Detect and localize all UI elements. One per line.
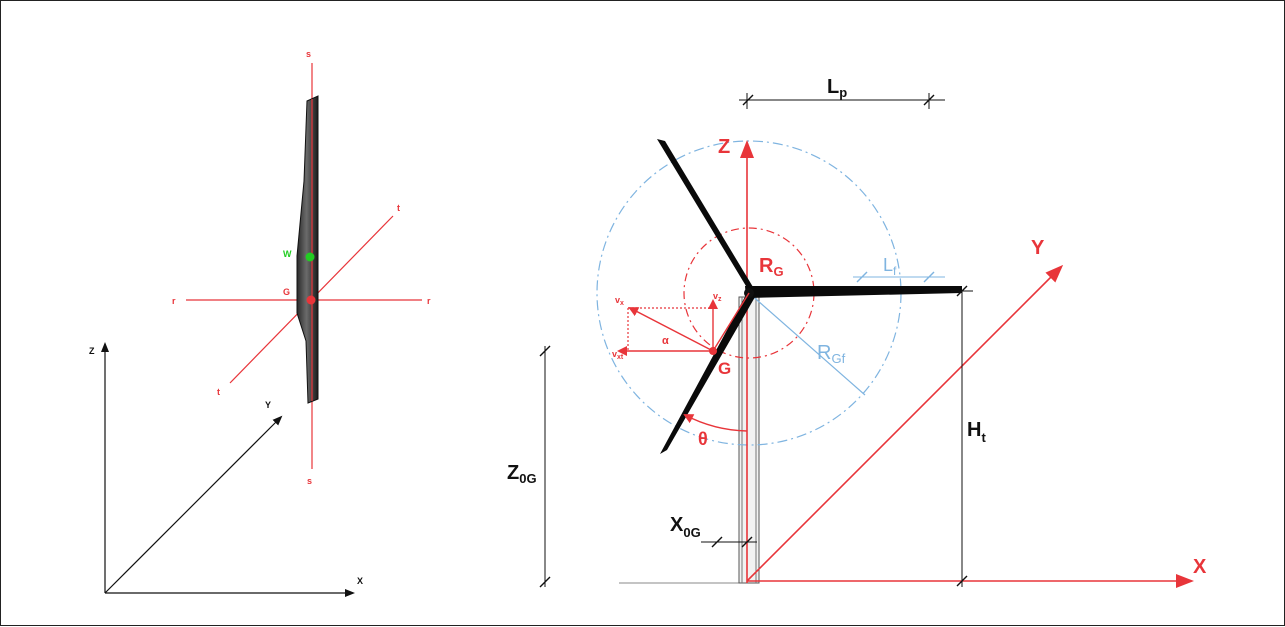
- x0g-tick-left: [711, 536, 723, 548]
- s-axis-top-label: s: [306, 49, 311, 59]
- r-axis-right-label: r: [427, 296, 431, 306]
- g-point-marker: [306, 295, 316, 305]
- z0g-label: Z0G: [507, 462, 537, 486]
- alpha-label: α: [662, 335, 669, 347]
- vxt-label: vxt: [612, 349, 624, 361]
- vx-label: vx: [615, 295, 624, 307]
- velocity-vectors: [617, 299, 718, 356]
- s-axis-bottom-label: s: [307, 476, 312, 486]
- lf-label: Lf: [883, 255, 897, 278]
- theta-arc: [683, 414, 748, 432]
- rgf-radius-line: [748, 292, 866, 396]
- blade-lower: [660, 293, 755, 454]
- blade-section-shape: [296, 95, 319, 404]
- rg-radius-line: [712, 292, 750, 352]
- vt-vector: [628, 307, 714, 352]
- rotor-blades: [657, 139, 962, 454]
- tower: [738, 296, 760, 584]
- rgf-label: RGf: [817, 342, 846, 366]
- z0g-tick-bottom: [539, 576, 551, 588]
- ht-label: Ht: [967, 419, 986, 445]
- theta-label: θ: [698, 429, 708, 449]
- r-axis-left-label: r: [172, 296, 176, 306]
- left-y-axis-arrow: [104, 415, 283, 594]
- blade-upper: [657, 139, 753, 291]
- lf-tick-left: [856, 271, 868, 283]
- lp-tick-left: [742, 94, 754, 106]
- w-point-marker: [305, 252, 315, 262]
- x-axis-label: X: [1193, 556, 1207, 578]
- g-point-right-label: G: [718, 359, 731, 378]
- x0g-tick-right: [741, 536, 753, 548]
- x0g-label: X0G: [670, 514, 701, 540]
- t-axis-bottom-label: t: [217, 387, 220, 397]
- g-point-label: G: [283, 287, 290, 297]
- lp-label: Lp: [827, 76, 847, 100]
- lf-dimension: [853, 271, 945, 283]
- left-y-axis-label: Y: [265, 400, 271, 410]
- w-point-label: W: [283, 249, 292, 259]
- z0g-tick-top: [539, 345, 551, 357]
- left-coordinate-axes: Z Y X: [89, 342, 363, 597]
- rg-label: RG: [759, 255, 784, 279]
- dimension-lines: [539, 93, 973, 588]
- z-axis-label: Z: [718, 136, 730, 158]
- ht-tick-top: [956, 285, 968, 297]
- y-axis-label: Y: [1031, 237, 1045, 259]
- t-axis-top-label: t: [397, 203, 400, 213]
- lf-tick-right: [923, 271, 935, 283]
- left-x-axis-label: X: [357, 576, 363, 586]
- blade-right: [745, 286, 962, 298]
- left-z-axis-label: Z: [89, 346, 95, 356]
- vz-label: vz: [713, 291, 722, 303]
- left-blade-figure: s s t t r r W G: [172, 49, 431, 486]
- y-axis-arrow: [746, 264, 1064, 582]
- ht-tick-bottom: [956, 575, 968, 587]
